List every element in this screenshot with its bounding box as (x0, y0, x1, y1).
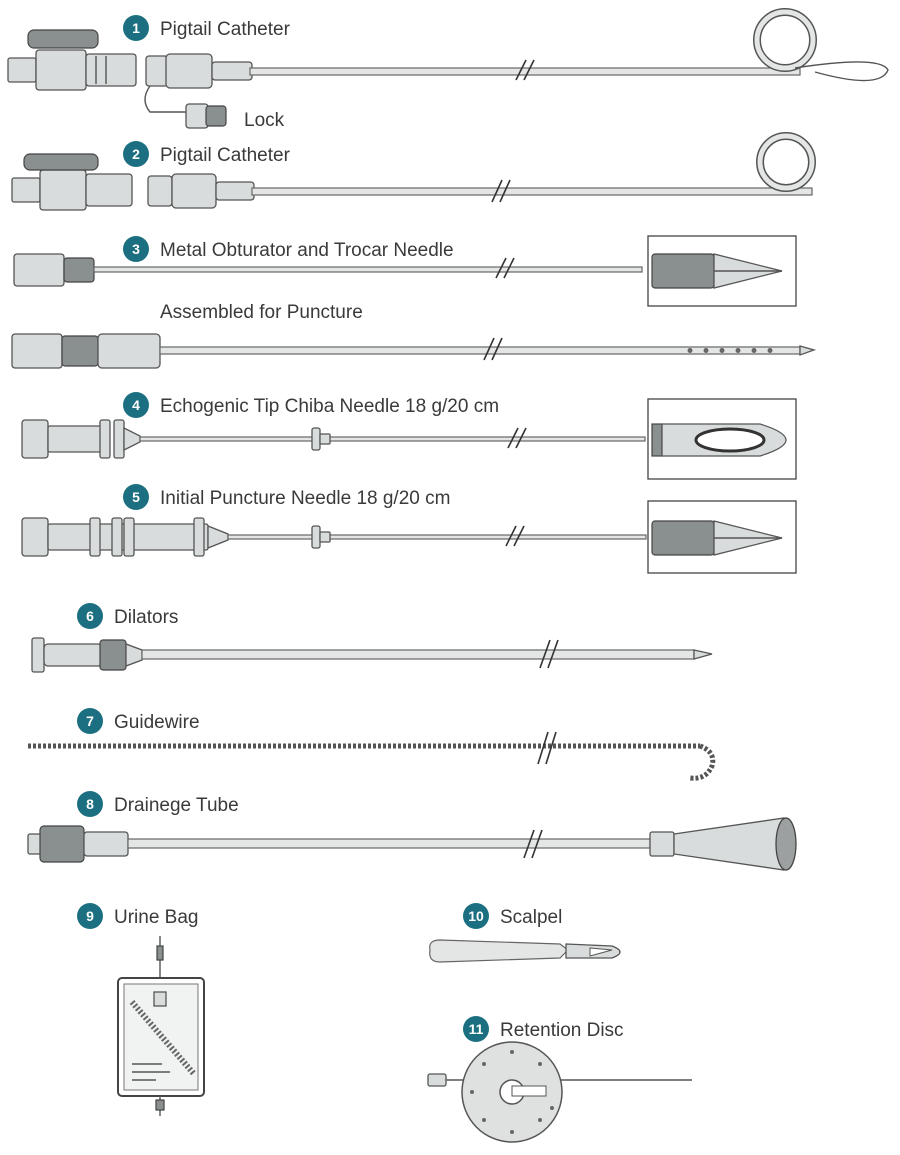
item-10-scalpel: 10 Scalpel (429, 903, 621, 963)
badge-5-number: 5 (132, 489, 140, 505)
item-8-label: Drainege Tube (114, 795, 239, 816)
badge-5 (123, 484, 149, 510)
item-6-dilators: 6 Dilators (31, 603, 713, 673)
item-10-label: Scalpel (500, 907, 562, 928)
item-2-pigtail-catheter: 2 Pigtail Catheter (11, 132, 816, 211)
badge-4 (123, 392, 149, 418)
item-11-retention-disc: 11 Retention Disc (427, 1016, 692, 1143)
item-5-puncture-needle: 5 Initial Puncture Needle 18 g/20 cm (21, 484, 797, 574)
badge-1 (123, 15, 149, 41)
badge-1-number: 1 (132, 20, 140, 36)
badge-8-number: 8 (86, 796, 94, 812)
badge-9 (77, 903, 103, 929)
item-5-label: Initial Puncture Needle 18 g/20 cm (160, 488, 450, 509)
item-1-pigtail-catheter: 1 Pigtail Catheter Lock (7, 8, 889, 131)
item-8-drainage-tube: 8 Drainege Tube (27, 791, 797, 871)
badge-3-number: 3 (132, 241, 140, 257)
lock-label: Lock (244, 110, 285, 131)
badge-7-number: 7 (86, 713, 94, 729)
badge-7 (77, 708, 103, 734)
item-9-urine-bag: 9 Urine Bag (77, 903, 205, 1116)
badge-10-number: 10 (468, 908, 484, 924)
assembled-label: Assembled for Puncture (160, 302, 363, 323)
badge-11-number: 11 (469, 1021, 484, 1037)
item-1-label: Pigtail Catheter (160, 19, 291, 40)
item-9-label: Urine Bag (114, 907, 199, 928)
badge-9-number: 9 (86, 908, 94, 924)
item-7-guidewire: 7 Guidewire (28, 708, 716, 781)
badge-6-number: 6 (86, 608, 94, 624)
badge-6 (77, 603, 103, 629)
badge-2-number: 2 (132, 146, 140, 162)
item-7-label: Guidewire (114, 712, 200, 733)
item-2-label: Pigtail Catheter (160, 145, 291, 166)
badge-11 (463, 1016, 489, 1042)
item-4-chiba-needle: 4 Echogenic Tip Chiba Needle 18 g/20 cm (21, 392, 797, 480)
badge-8 (77, 791, 103, 817)
item-3-label: Metal Obturator and Trocar Needle (160, 240, 454, 261)
badge-4-number: 4 (132, 397, 140, 413)
item-4-label: Echogenic Tip Chiba Needle 18 g/20 cm (160, 396, 499, 417)
badge-3 (123, 236, 149, 262)
badge-10 (463, 903, 489, 929)
item-3-obturator-trocar: 3 Metal Obturator and Trocar Needle Asse… (11, 235, 817, 369)
badge-2 (123, 141, 149, 167)
item-11-label: Retention Disc (500, 1020, 624, 1041)
item-6-label: Dilators (114, 607, 178, 628)
